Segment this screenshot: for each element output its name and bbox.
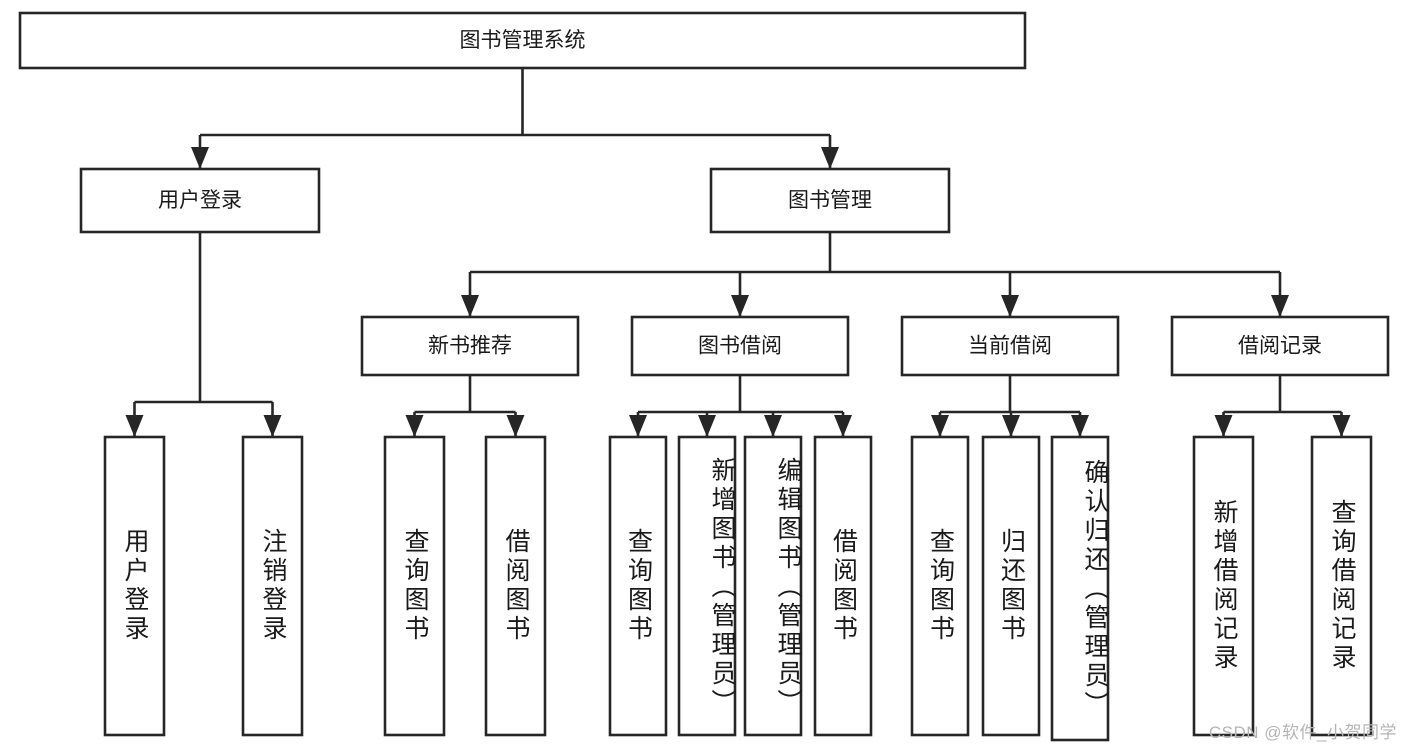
arrow-to-leaf-user-logout (263, 415, 282, 437)
arrow-to-user-login (191, 147, 209, 169)
node-leaf-cb-return-book[interactable] (981, 435, 1041, 737)
node-leaf-user-login[interactable] (103, 435, 166, 737)
node-label-user-login: 用户登录 (158, 189, 242, 212)
arrow-to-leaf-br-query-record (1332, 415, 1351, 437)
arrow-to-leaf-bb-borrow-book (834, 415, 852, 437)
node-leaf-br-query-record[interactable] (1310, 435, 1373, 737)
node-current-borrow[interactable] (900, 315, 1120, 377)
node-leaf-cb-query-book[interactable] (910, 435, 970, 737)
node-label-book-borrow: 图书借阅 (698, 335, 782, 358)
connectors-layer (125, 68, 1351, 437)
node-leaf-br-add-record[interactable] (1192, 435, 1255, 737)
arrow-to-leaf-bb-query-book (629, 415, 647, 437)
arrow-to-current-borrow (1001, 295, 1019, 317)
arrow-to-book-borrow (731, 295, 749, 317)
arrow-to-leaf-rec-borrow-book (506, 415, 525, 437)
arrow-to-leaf-cb-query-book (931, 415, 949, 437)
node-root[interactable] (18, 11, 1027, 70)
arrow-to-new-book-rec (461, 295, 479, 317)
arrow-to-borrow-record (1271, 295, 1289, 317)
node-leaf-bb-query-book[interactable] (608, 435, 668, 737)
node-leaf-user-logout[interactable] (241, 435, 304, 737)
node-leaf-rec-borrow-book[interactable] (484, 435, 547, 737)
arrow-to-book-manage (821, 147, 839, 169)
node-book-borrow[interactable] (630, 315, 850, 377)
arrow-to-leaf-rec-query-book (405, 415, 424, 437)
arrow-to-leaf-cb-confirm-return (1071, 415, 1089, 437)
node-label-book-manage: 图书管理 (788, 189, 872, 212)
node-leaf-rec-query-book[interactable] (383, 435, 446, 737)
node-label-borrow-record: 借阅记录 (1238, 335, 1322, 358)
node-user-login[interactable] (79, 167, 321, 234)
arrow-to-leaf-bb-add-book (698, 415, 716, 437)
arrow-to-leaf-br-add-record (1214, 415, 1233, 437)
arrow-to-leaf-cb-return-book (1002, 415, 1020, 437)
node-leaf-cb-confirm-return[interactable] (1050, 435, 1110, 742)
boxes-layer (18, 11, 1390, 742)
node-leaf-bb-edit-book[interactable] (743, 435, 803, 737)
node-label-current-borrow: 当前借阅 (968, 335, 1052, 358)
node-new-book-rec[interactable] (360, 315, 580, 377)
arrow-to-leaf-user-login (125, 415, 144, 437)
node-book-manage[interactable] (709, 167, 951, 234)
csdn-watermark: CSDN @软件_小贺同学 (1208, 723, 1397, 742)
node-leaf-bb-add-book[interactable] (677, 435, 737, 737)
node-label-root: 图书管理系统 (460, 29, 586, 52)
node-label-new-book-rec: 新书推荐 (428, 335, 512, 358)
node-leaf-bb-borrow-book[interactable] (813, 435, 873, 737)
arrow-to-leaf-bb-edit-book (764, 415, 782, 437)
node-borrow-record[interactable] (1170, 315, 1390, 377)
